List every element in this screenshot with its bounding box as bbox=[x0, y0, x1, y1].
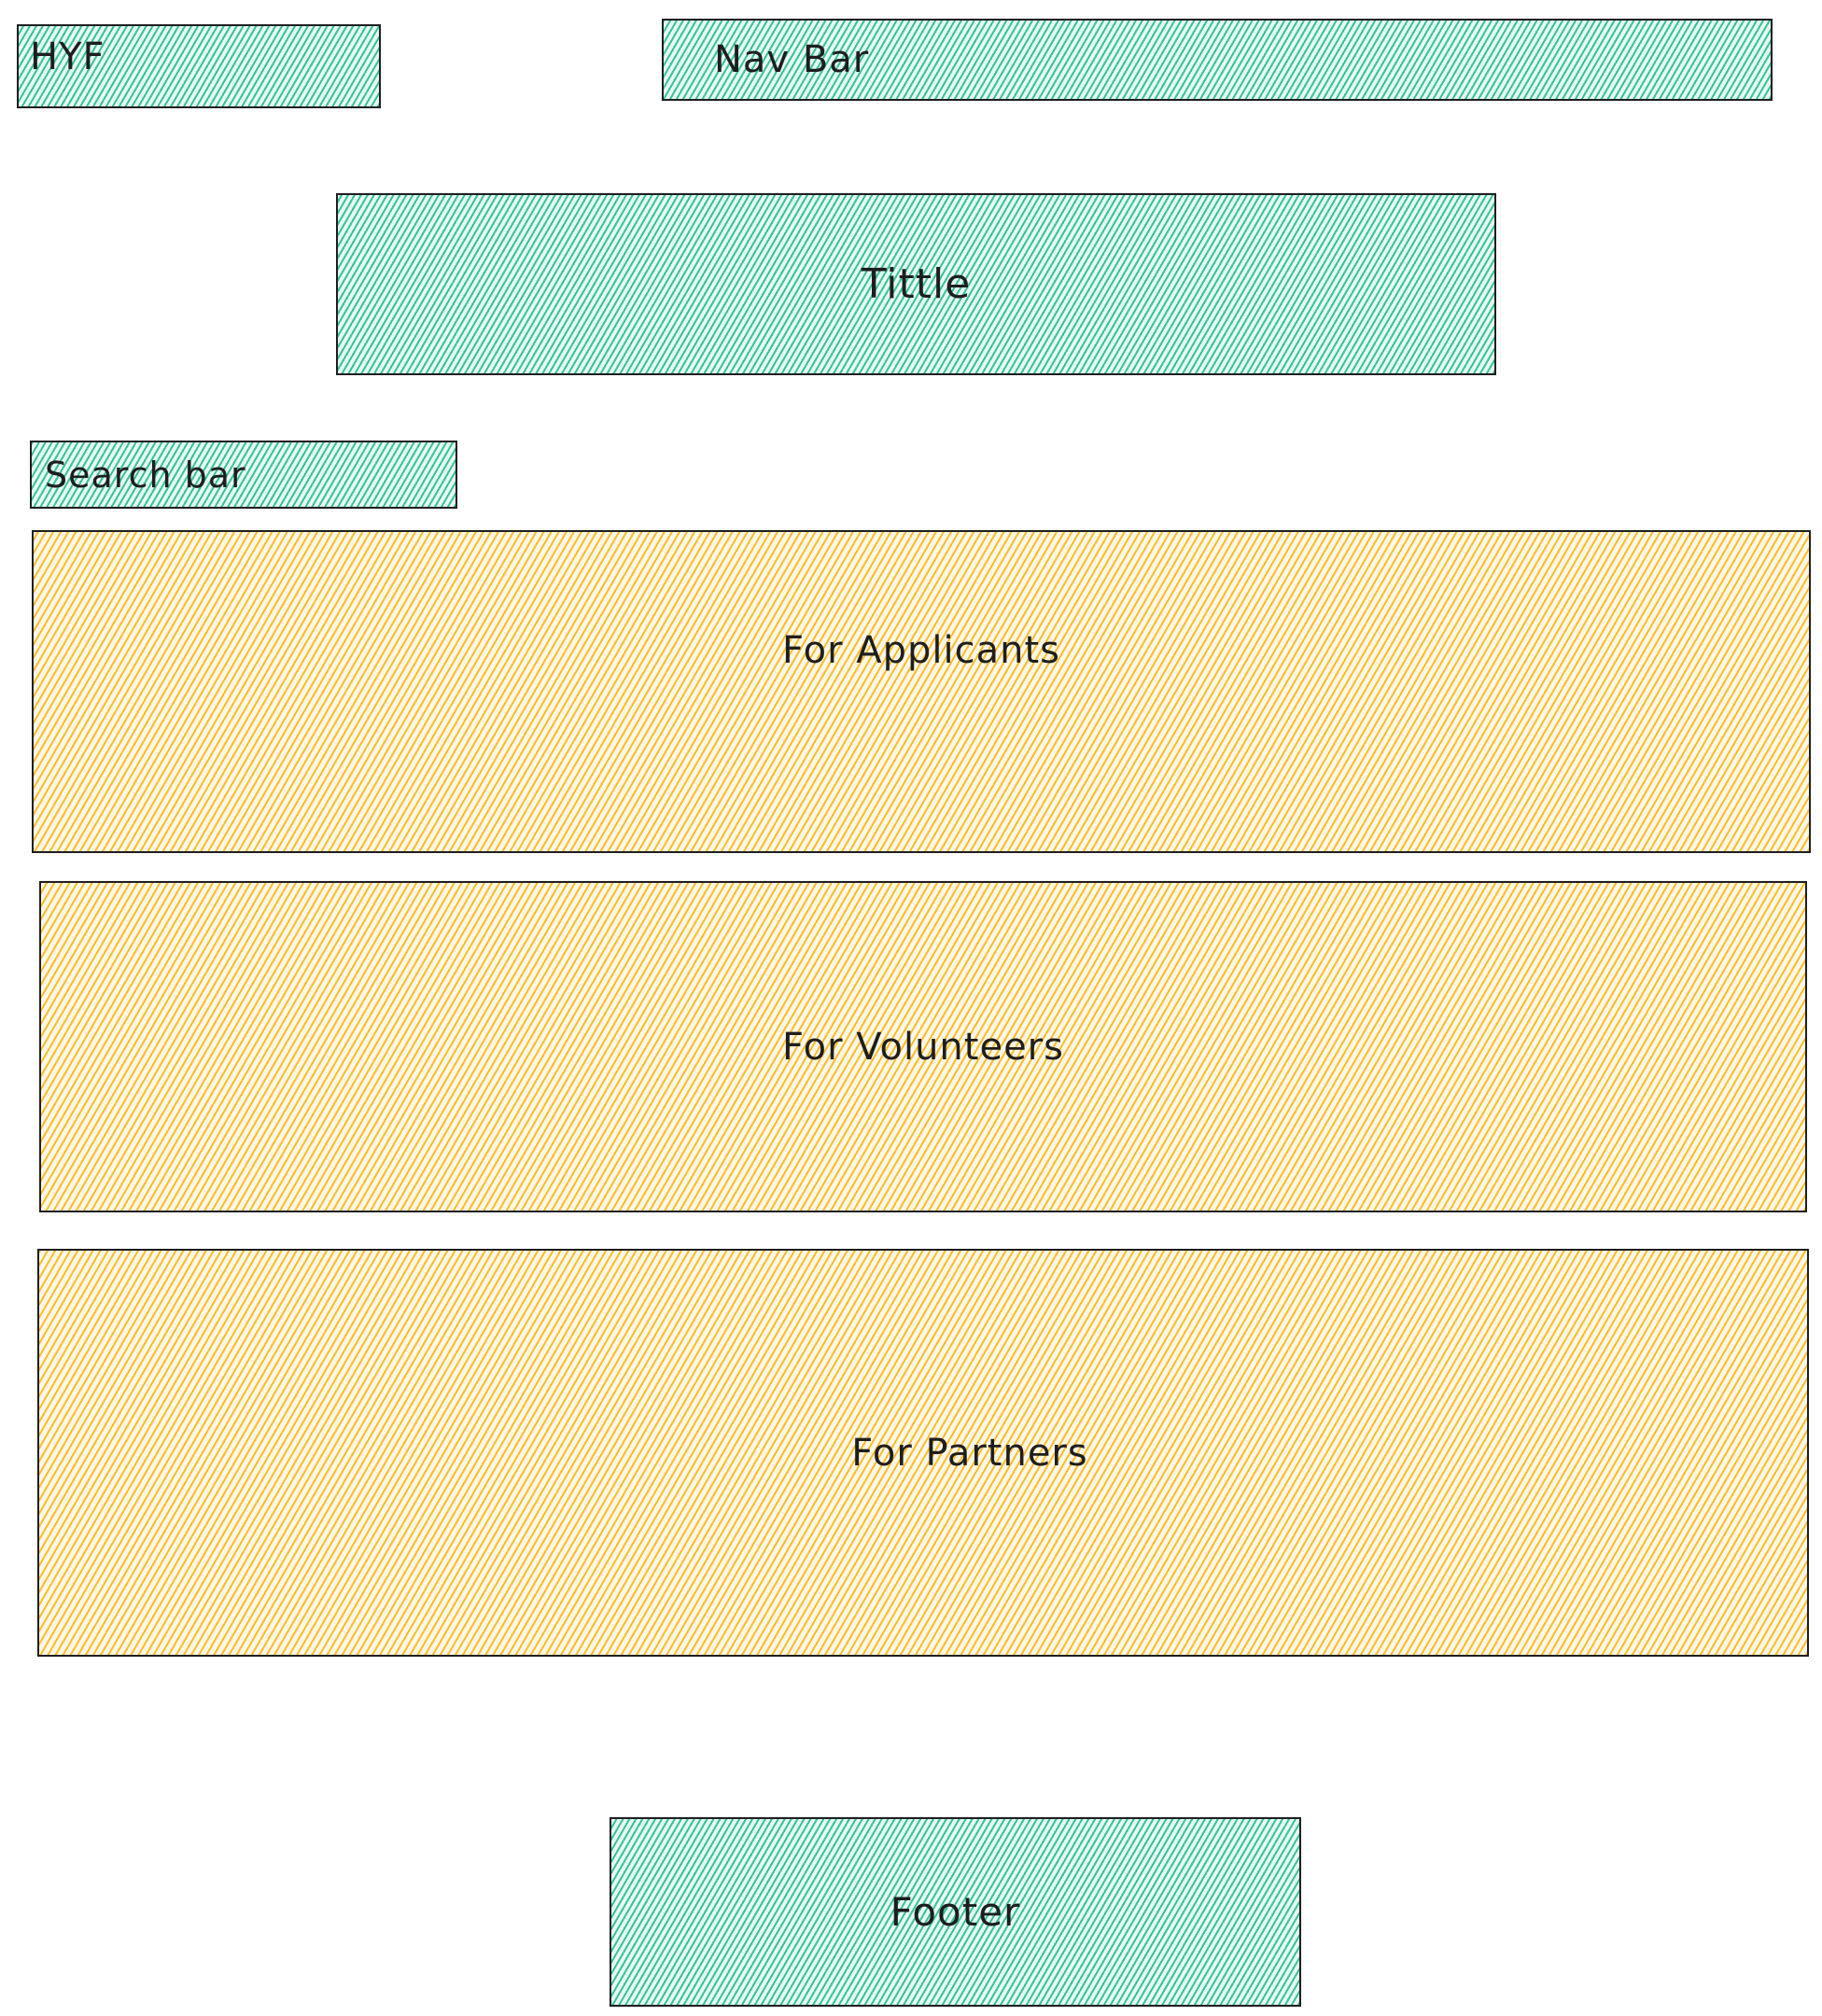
footer-label: Footer bbox=[890, 1889, 1021, 1935]
title-label: Tittle bbox=[861, 260, 972, 308]
section-partners[interactable]: For Partners bbox=[37, 1249, 1809, 1657]
logo-box[interactable]: HYF bbox=[17, 24, 381, 108]
section-volunteers-label: For Volunteers bbox=[782, 1025, 1064, 1069]
logo-label: HYF bbox=[30, 35, 105, 78]
title-box: Tittle bbox=[336, 193, 1496, 375]
search-bar-label: Search bar bbox=[45, 454, 246, 496]
nav-bar-label: Nav Bar bbox=[714, 38, 870, 81]
section-volunteers[interactable]: For Volunteers bbox=[39, 881, 1807, 1212]
footer-box: Footer bbox=[610, 1817, 1301, 2007]
section-applicants[interactable]: For Applicants bbox=[32, 530, 1811, 853]
nav-bar-box[interactable]: Nav Bar bbox=[662, 19, 1773, 101]
section-partners-label: For Partners bbox=[851, 1431, 1088, 1475]
search-bar-box[interactable]: Search bar bbox=[30, 441, 457, 509]
section-applicants-label: For Applicants bbox=[782, 629, 1060, 672]
